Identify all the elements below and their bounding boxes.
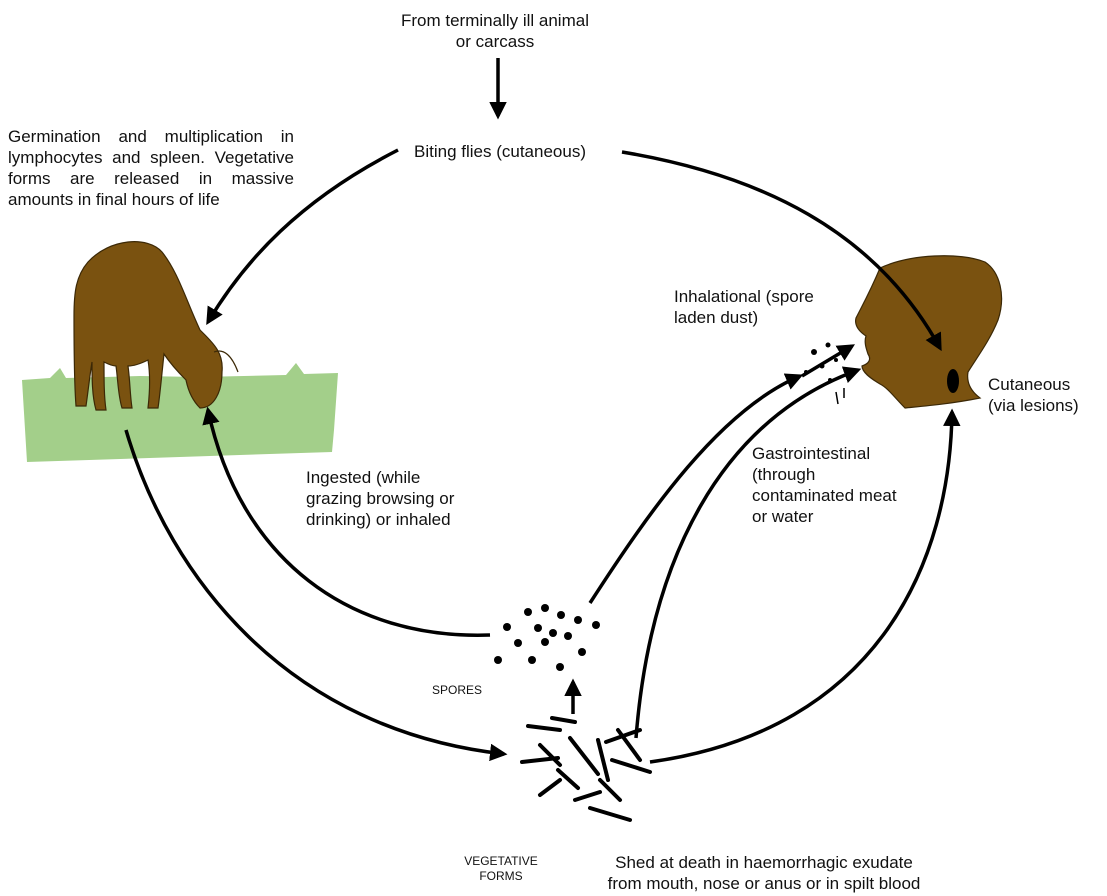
lesion-mark (947, 369, 959, 393)
arrow-vegetative-to-gastrointestinal (636, 370, 858, 738)
vegetative-forms-rods (522, 718, 650, 820)
grass-patch (22, 363, 338, 462)
biting-flies-label: Biting flies (cutaneous) (414, 141, 586, 162)
gastrointestinal-label: Gastrointestinal (through contaminated m… (752, 443, 897, 527)
shed-label: Shed at death in haemorrhagic exudate fr… (574, 852, 954, 894)
inhaled-particles (804, 343, 844, 405)
vegetative-forms-label: VEGETATIVE FORMS (456, 854, 546, 884)
arrow-inhaled-particles (802, 346, 852, 376)
spores-cluster (494, 604, 600, 671)
inhalational-label: Inhalational (spore laden dust) (674, 286, 814, 328)
spores-label: SPORES (432, 683, 482, 698)
germination-label: Germination and multiplication in lympho… (8, 126, 294, 210)
source-label: From terminally ill animal or carcass (370, 10, 620, 52)
grazing-animal-icon (74, 242, 238, 410)
cutaneous-label: Cutaneous (via lesions) (988, 374, 1079, 416)
ingested-label: Ingested (while grazing browsing or drin… (306, 467, 454, 530)
